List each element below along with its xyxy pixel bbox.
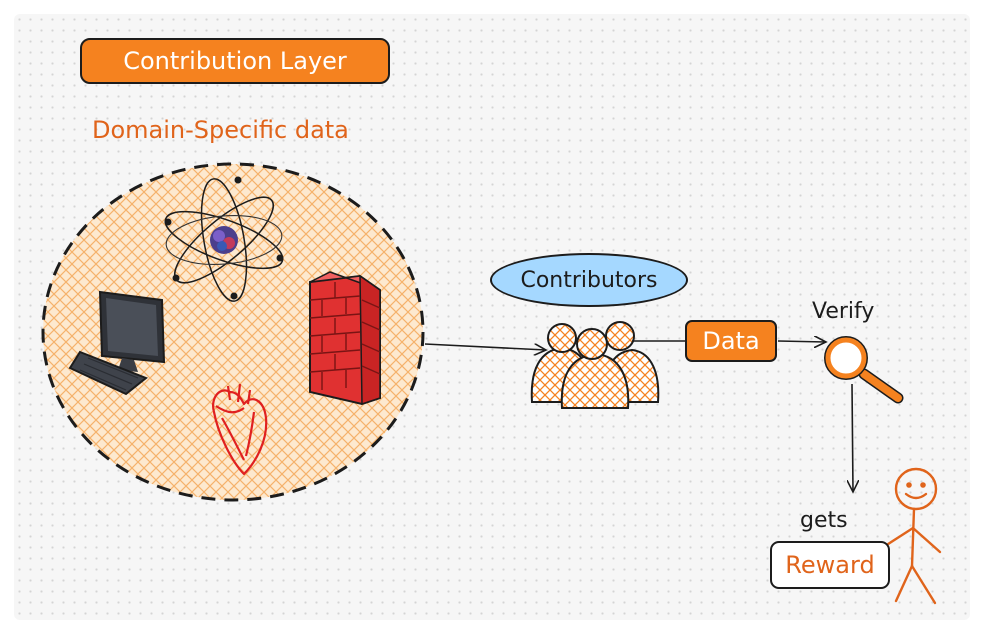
arrow-to-contributors [424, 343, 546, 350]
contribution-layer-title: Contribution Layer [80, 38, 390, 84]
firewall-icon [309, 271, 381, 406]
arrow-to-reward [852, 383, 853, 492]
heart-icon [212, 383, 268, 476]
domain-specific-data-label: Domain-Specific data [92, 116, 349, 144]
atom-icon [164, 176, 284, 302]
arrow-to-verify [777, 341, 826, 342]
data-node: Data [685, 320, 777, 362]
magnifier-icon [824, 336, 904, 404]
stick-figure-icon [880, 467, 942, 605]
dotted-board [14, 14, 970, 620]
people-group-icon [530, 321, 660, 409]
verify-label: Verify [812, 299, 875, 324]
domain-circle [41, 162, 425, 502]
contributors-node: Contributors [490, 253, 688, 307]
gets-label: gets [800, 508, 848, 533]
computer-icon [68, 290, 166, 396]
reward-node: Reward [770, 541, 890, 589]
